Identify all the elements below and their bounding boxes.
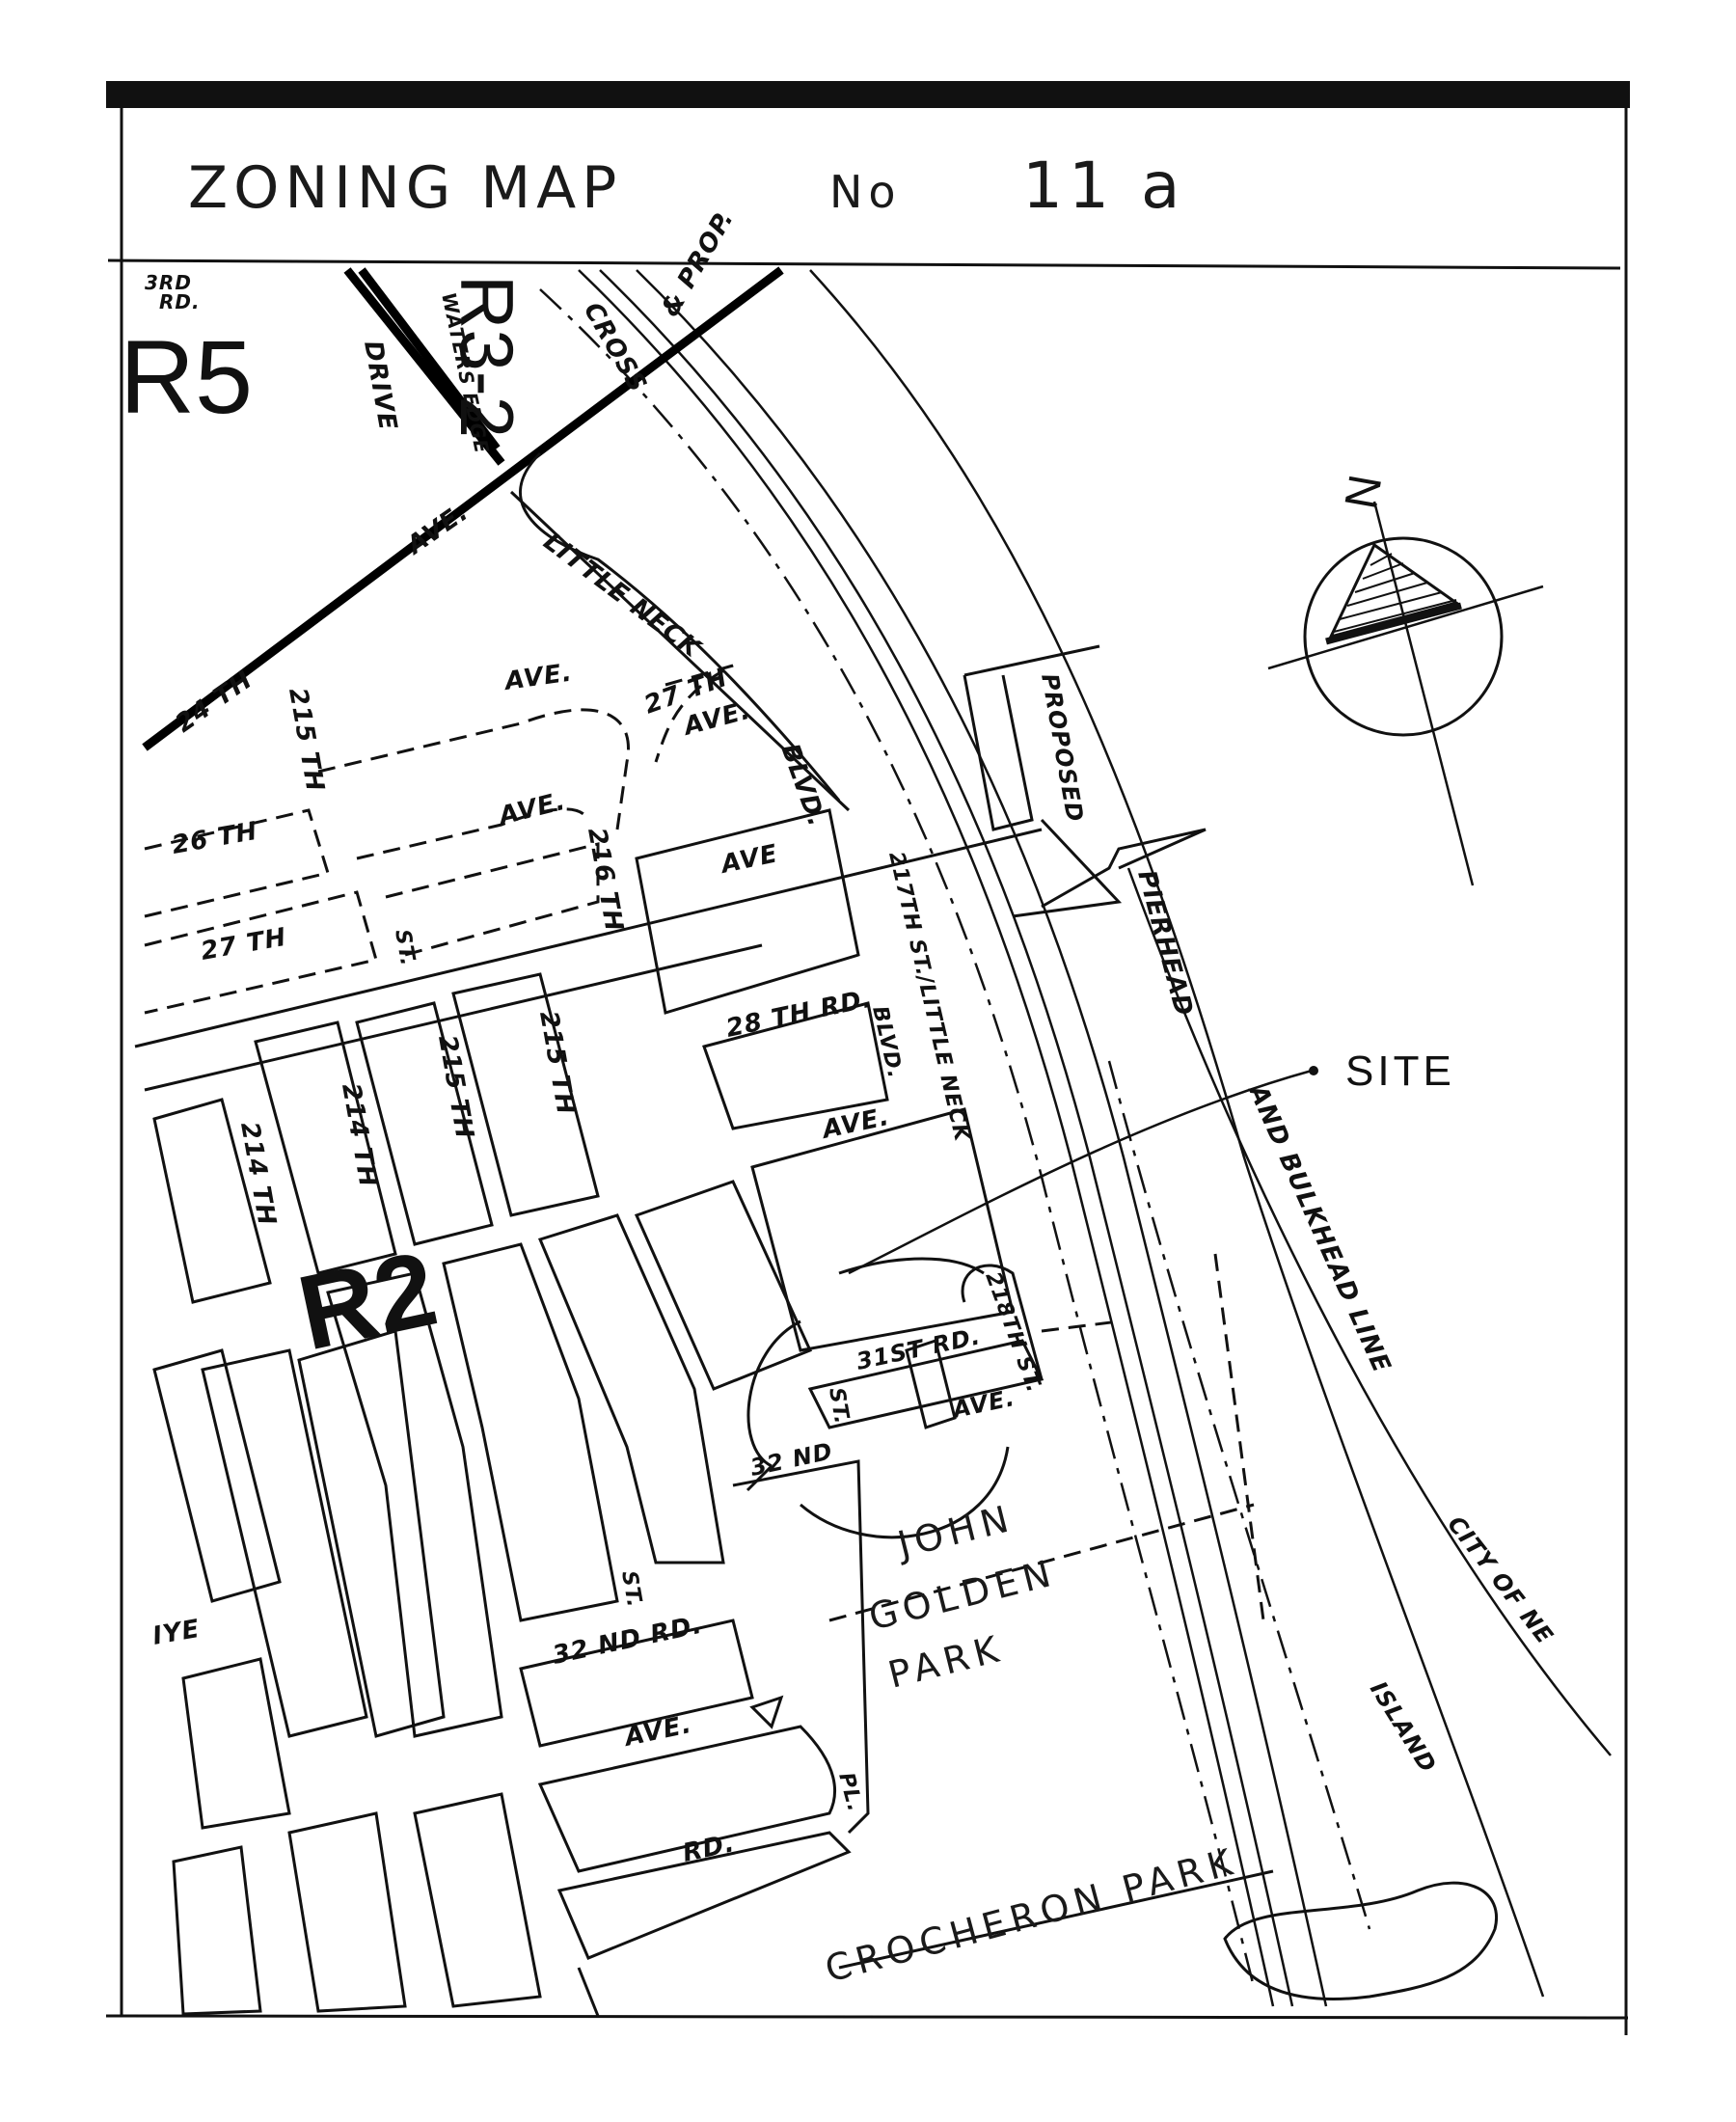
- street-labels: 3RD RD. DRIVE WATERS EDGE CROSS & PROP. …: [145, 205, 1559, 1868]
- zone-labels: R5 R3-2 R2: [120, 275, 529, 1373]
- label-island: ISLAND: [1365, 1676, 1442, 1778]
- park-labels: JOHN GOLDEN PARK CROCHERON PARK: [821, 1496, 1498, 2000]
- label-ave-d: AVE: [717, 839, 780, 880]
- title-number: 11 a: [1022, 149, 1185, 223]
- proposed-streets: [144, 664, 1265, 1622]
- label-3rd: 3RD: [145, 271, 192, 294]
- site-label: SITE: [1345, 1047, 1455, 1095]
- compass-north: N: [1334, 471, 1390, 512]
- label-st-b: ST.: [824, 1386, 854, 1427]
- label-215th-a: 215 TH: [283, 686, 329, 794]
- label-28th-rd: 28 TH RD.: [723, 984, 875, 1043]
- label-bulkhead: AND BULKHEAD LINE: [1242, 1079, 1397, 1377]
- label-218th-st: 218TH ST.: [980, 1269, 1045, 1397]
- map-title: ZONING MAP No 11 a: [188, 149, 1185, 223]
- map-frame: [105, 81, 1630, 2035]
- street-grid: [134, 451, 1274, 2017]
- label-215th-c: 215 TH: [432, 1033, 478, 1141]
- label-little-neck: LITTLE NECK: [538, 528, 707, 665]
- label-3rd-rd: RD.: [159, 290, 201, 313]
- zone-r3-2: R3-2: [445, 275, 529, 438]
- label-26th: 26 TH: [170, 817, 260, 860]
- label-215th-b: 215 TH: [533, 1009, 580, 1117]
- label-ave-g: AVE.: [620, 1710, 694, 1753]
- park-park: PARK: [884, 1627, 1009, 1697]
- title-main: ZONING MAP: [188, 154, 622, 222]
- rail-and-shoreline-lines: [539, 269, 1612, 2007]
- title-no: No: [829, 166, 902, 218]
- label-drive: DRIVE: [358, 339, 402, 433]
- label-ave-a: AVE.: [502, 658, 575, 696]
- label-st-a: ST.: [390, 928, 420, 968]
- zone-r5: R5: [120, 318, 253, 435]
- label-32nd-rd: 32 ND RD.: [550, 1611, 705, 1671]
- label-st-c: ST.: [616, 1569, 646, 1610]
- label-217th-little-neck: 217TH ST./LITTLE NECK: [883, 850, 974, 1145]
- north-arrow: N: [1267, 471, 1544, 886]
- label-pl: PL.: [833, 1770, 867, 1815]
- park-john: JOHN: [892, 1496, 1018, 1566]
- park-crocheron: CROCHERON PARK: [821, 1839, 1242, 1991]
- label-iye: IYE: [150, 1615, 203, 1651]
- label-blvd-b: BLVD.: [867, 1004, 908, 1081]
- label-31st-rd: 31ST RD.: [854, 1322, 983, 1375]
- zone-r2: R2: [288, 1229, 446, 1374]
- label-city-of-new: CITY OF NE: [1442, 1510, 1559, 1649]
- label-pierhead: PIERHEAD: [1131, 867, 1198, 1020]
- label-24th: 24 TH: [171, 666, 258, 739]
- zone-boundary-lines: [142, 266, 784, 751]
- park-golden: GOLDEN: [865, 1551, 1061, 1639]
- site-leader: SITE: [848, 1047, 1455, 1275]
- label-ave-c: AVE.: [494, 787, 568, 832]
- label-rd-b: RD.: [680, 1829, 738, 1868]
- label-ave-f: AVE.: [948, 1384, 1017, 1424]
- label-216th: 216 TH: [582, 826, 628, 934]
